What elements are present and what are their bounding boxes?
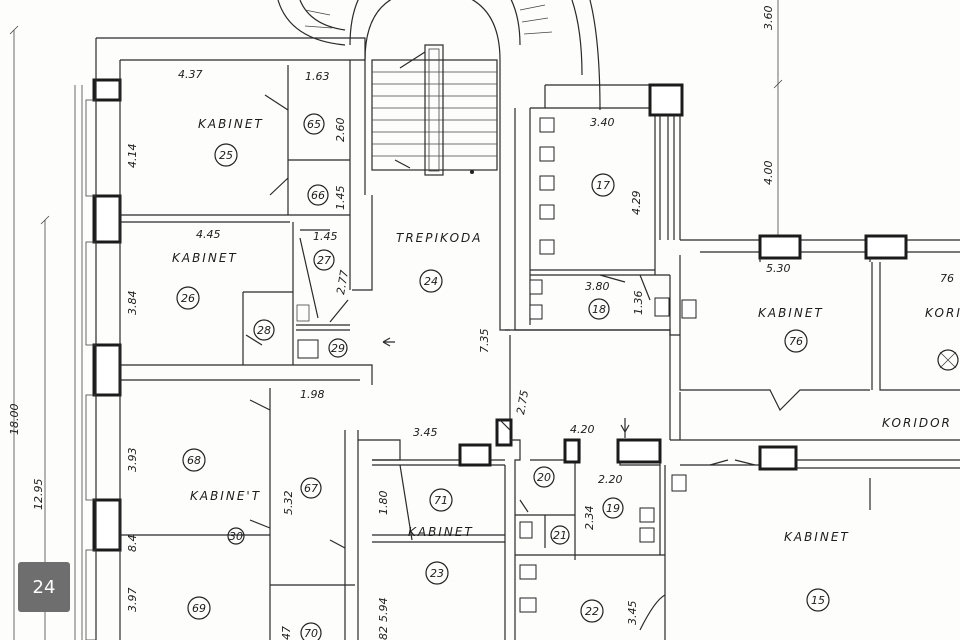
dim-4-37: 4.37 <box>178 68 203 81</box>
dim-3-45-a: 3.45 <box>413 426 438 439</box>
page-number-label: 24 <box>32 576 56 598</box>
dim-2-20: 2.20 <box>598 473 623 486</box>
dim-4-14: 4.14 <box>126 144 139 169</box>
window-piers <box>85 78 122 640</box>
dim-2-75: 2.75 <box>514 389 531 415</box>
dim-1-45-a: 1.45 <box>334 186 347 211</box>
dim-4-45: 4.45 <box>196 228 221 241</box>
page-number-badge: 24 <box>18 562 70 612</box>
dim-4-00: 4.00 <box>762 161 775 186</box>
room-label-kabinet-68: KABINE'T <box>190 489 261 503</box>
room-number-19: 19 <box>606 502 620 515</box>
dim-2-60: 2.60 <box>334 118 347 143</box>
dim-7-35: 7.35 <box>478 329 491 354</box>
room-number-29: 29 <box>331 342 345 355</box>
dim-8-4: 8.4 <box>126 535 139 553</box>
dim-3-80: 3.80 <box>585 280 610 293</box>
room-number-66: 66 <box>311 189 325 202</box>
room-number-65: 65 <box>307 118 321 131</box>
room-number-23: 23 <box>430 567 444 580</box>
room-number-25: 25 <box>219 149 233 162</box>
dim-1-63: 1.63 <box>305 70 330 83</box>
dim-47: 47 <box>280 626 293 640</box>
room-label-kabinet-26: KABINET <box>172 251 238 265</box>
walls <box>95 0 960 640</box>
room-number-20: 20 <box>537 471 551 484</box>
room-number-26: 26 <box>181 292 195 305</box>
room-label-kabinet-cut: KORI <box>925 306 960 320</box>
room-number-68: 68 <box>187 454 201 467</box>
room-label-kabinet-71: KABINET <box>408 525 474 539</box>
dim-5-32: 5.32 <box>282 491 295 516</box>
room-number-24: 24 <box>424 275 438 288</box>
dim-3-84: 3.84 <box>126 291 139 316</box>
dim-4-20: 4.20 <box>570 423 595 436</box>
room-numbers: 65 25 66 26 27 28 29 24 17 18 76 68 67 3… <box>176 113 830 640</box>
room-number-21: 21 <box>553 529 567 542</box>
room-number-28: 28 <box>257 324 271 337</box>
room-number-17: 17 <box>596 179 610 192</box>
dim-76: 76 <box>940 272 954 285</box>
dim-2-77: 2.77 <box>334 269 351 295</box>
dim-82: 82 <box>377 626 390 640</box>
room-number-27: 27 <box>317 254 331 267</box>
dim-4-29: 4.29 <box>630 191 643 216</box>
room-number-22: 22 <box>585 605 599 618</box>
room-label-kabinet-76: KABINET <box>758 306 824 320</box>
dimension-lines-left <box>9 25 83 640</box>
dim-1-45-b: 1.45 <box>313 230 338 243</box>
dim-12-95: 12.95 <box>32 479 45 511</box>
dim-3-60: 3.60 <box>762 6 775 31</box>
dim-1-80: 1.80 <box>377 491 390 516</box>
dim-5-30: 5.30 <box>766 262 791 275</box>
dim-3-93: 3.93 <box>126 448 139 473</box>
dim-2-34: 2.34 <box>583 506 596 531</box>
dim-18-00: 18.00 <box>8 404 21 436</box>
room-number-71: 71 <box>434 494 448 507</box>
room-number-30: 30 <box>229 530 243 543</box>
room-number-76: 76 <box>789 335 803 348</box>
dim-1-36: 1.36 <box>632 291 645 316</box>
dim-1-98: 1.98 <box>300 388 325 401</box>
room-number-67: 67 <box>304 482 318 495</box>
dim-3-97: 3.97 <box>126 588 139 613</box>
room-number-70: 70 <box>304 627 318 640</box>
dim-3-45-b: 3.45 <box>626 601 639 626</box>
room-label-kabinet-25: KABINET <box>198 117 264 131</box>
room-number-18: 18 <box>592 303 606 316</box>
room-labels: KABINET KABINET KABINE'T KABINET KABINET… <box>172 117 960 544</box>
stair-tower <box>277 0 601 195</box>
dim-3-40: 3.40 <box>590 116 615 129</box>
room-label-koridor: KORIDOR <box>882 416 952 430</box>
dimensions: 4.37 1.63 2.60 4.14 1.45 4.45 1.45 2.77 … <box>8 6 954 640</box>
room-number-69: 69 <box>192 602 206 615</box>
room-number-15: 15 <box>811 594 825 607</box>
room-label-kabinet-15: KABINET <box>784 530 850 544</box>
room-label-trepikoda: TREPIKODA <box>396 231 482 245</box>
dim-5-94: 5.94 <box>377 598 390 623</box>
